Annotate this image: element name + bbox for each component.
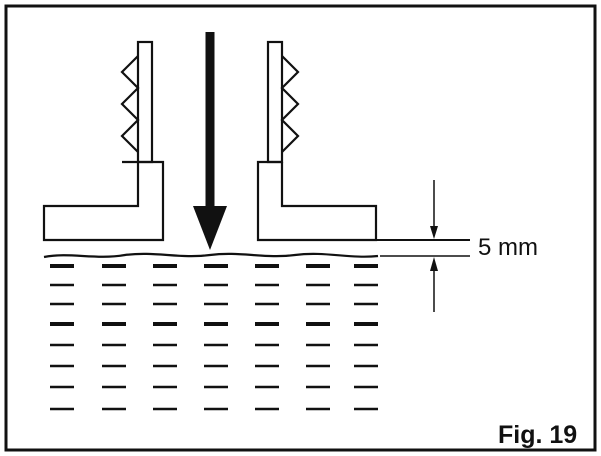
diagram-frame [4,4,597,452]
right-spring-icon [280,55,300,153]
liquid-surface-line [43,252,379,259]
liquid-pattern [50,264,378,411]
left-foot-bracket [42,160,165,242]
left-spring-icon [120,55,140,153]
dimension-arrow-down-icon [430,180,438,239]
dimension-arrow-up-icon [430,257,438,312]
down-arrow-icon [193,32,227,250]
dimension-label: 5 mm [478,234,538,261]
left-seal-component [42,40,165,242]
figure-caption: Fig. 19 [498,421,577,449]
